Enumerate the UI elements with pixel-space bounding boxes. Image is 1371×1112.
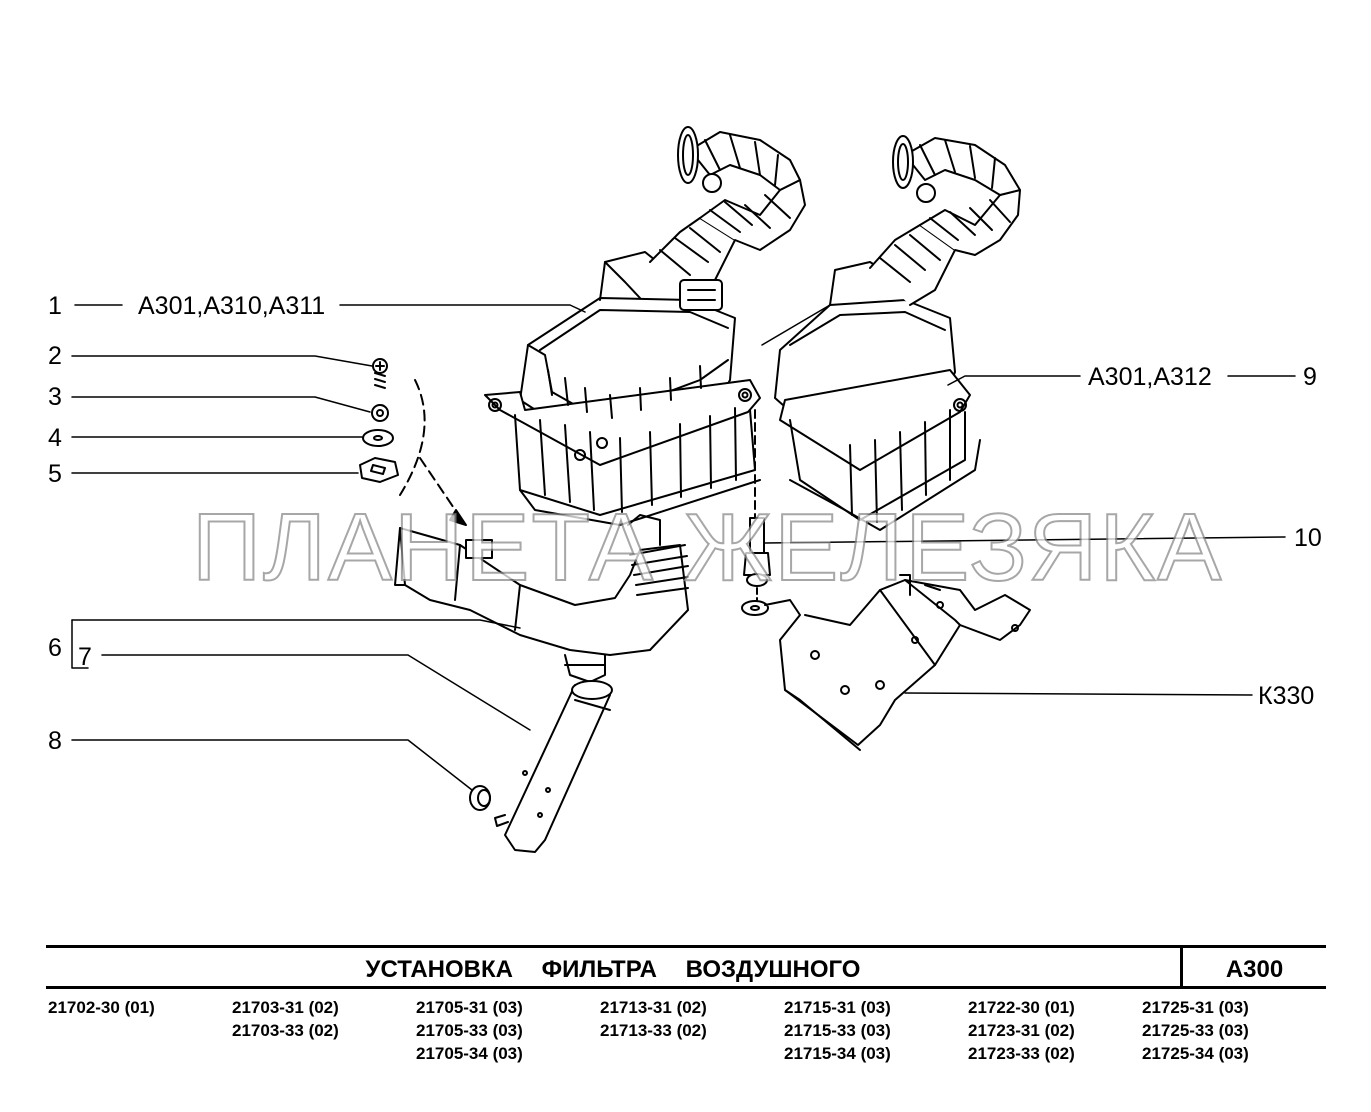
page-title: УСТАНОВКА ФИЛЬТРА ВОЗДУШНОГО bbox=[365, 956, 861, 983]
watermark-text: ПЛАНЕТА ЖЕЛЕЗЯКА bbox=[192, 494, 1223, 601]
model-code: 21725-31 (03) bbox=[1142, 998, 1249, 1017]
model-column: 21705-31 (03) 21705-33 (03) 21705-34 (03… bbox=[416, 996, 523, 1065]
model-column: 21725-31 (03) 21725-33 (03) 21725-34 (03… bbox=[1142, 996, 1249, 1065]
fastener-parts bbox=[359, 358, 467, 526]
callout-1-reference: А301,А310,А311 bbox=[138, 292, 325, 320]
model-column: 21713-31 (02) 21713-33 (02) bbox=[600, 996, 707, 1042]
model-column: 21702-30 (01) bbox=[48, 996, 155, 1019]
air-filter-left bbox=[484, 251, 761, 526]
parts-diagram: ПЛАНЕТА ЖЕЛЕЗЯКА 1 А301,А310,А311 2 3 4 … bbox=[48, 126, 1322, 853]
model-code: 21705-33 (03) bbox=[416, 1021, 523, 1040]
leader-lines bbox=[71, 304, 1296, 791]
fresh-air-duct bbox=[494, 680, 613, 853]
model-code: 21705-31 (03) bbox=[416, 998, 523, 1017]
callouts: 1 А301,А310,А311 2 3 4 5 6 7 8 А301,А312… bbox=[48, 292, 1322, 755]
callout-5-number: 5 bbox=[48, 460, 62, 488]
model-code: 21723-31 (02) bbox=[968, 1021, 1075, 1040]
intake-hose-left bbox=[649, 126, 806, 311]
section-code: А300 bbox=[1225, 956, 1284, 983]
model-code: 21725-34 (03) bbox=[1142, 1044, 1249, 1063]
grommet bbox=[469, 785, 491, 811]
intake-pipe bbox=[394, 514, 689, 683]
model-column: 21715-31 (03) 21715-33 (03) 21715-34 (03… bbox=[784, 996, 891, 1065]
intake-hose-right bbox=[869, 135, 1021, 306]
model-column: 21703-31 (02) 21703-33 (02) bbox=[232, 996, 339, 1042]
title-bar: УСТАНОВКА ФИЛЬТРА ВОЗДУШНОГО А300 bbox=[46, 945, 1326, 989]
model-code: 21703-31 (02) bbox=[232, 998, 339, 1017]
callout-9-number: 9 bbox=[1303, 363, 1317, 391]
temperature-sensor bbox=[741, 409, 771, 616]
model-code: 21723-33 (02) bbox=[968, 1044, 1075, 1063]
model-code: 21725-33 (03) bbox=[1142, 1021, 1249, 1040]
callout-7-number: 7 bbox=[78, 643, 92, 671]
callout-3-number: 3 bbox=[48, 383, 62, 411]
model-list: 21702-30 (01) 21703-31 (02) 21703-33 (02… bbox=[48, 996, 1328, 1076]
callout-8-number: 8 bbox=[48, 727, 62, 755]
model-code: 21703-33 (02) bbox=[232, 1021, 339, 1040]
callout-2-number: 2 bbox=[48, 342, 62, 370]
model-code: 21715-34 (03) bbox=[784, 1044, 891, 1063]
model-code: 21713-31 (02) bbox=[600, 998, 707, 1017]
model-code: 21713-33 (02) bbox=[600, 1021, 707, 1040]
callout-9-reference: А301,А312 bbox=[1088, 363, 1212, 391]
air-filter-right bbox=[774, 261, 981, 531]
model-code: 21705-34 (03) bbox=[416, 1044, 523, 1063]
model-code: 21715-33 (03) bbox=[784, 1021, 891, 1040]
title-divider bbox=[1180, 948, 1183, 986]
model-code: 21722-30 (01) bbox=[968, 998, 1075, 1017]
callout-6-number: 6 bbox=[48, 634, 62, 662]
callout-4-number: 4 bbox=[48, 424, 62, 452]
mounting-bracket bbox=[764, 574, 1031, 751]
drawing-lines bbox=[71, 126, 1296, 853]
model-column: 21722-30 (01) 21723-31 (02) 21723-33 (02… bbox=[968, 996, 1075, 1065]
model-code: 21715-31 (03) bbox=[784, 998, 891, 1017]
callout-10-number: 10 bbox=[1294, 524, 1322, 552]
model-code: 21702-30 (01) bbox=[48, 998, 155, 1017]
callout-k330-reference: К330 bbox=[1258, 682, 1314, 710]
callout-1-number: 1 bbox=[48, 292, 62, 320]
